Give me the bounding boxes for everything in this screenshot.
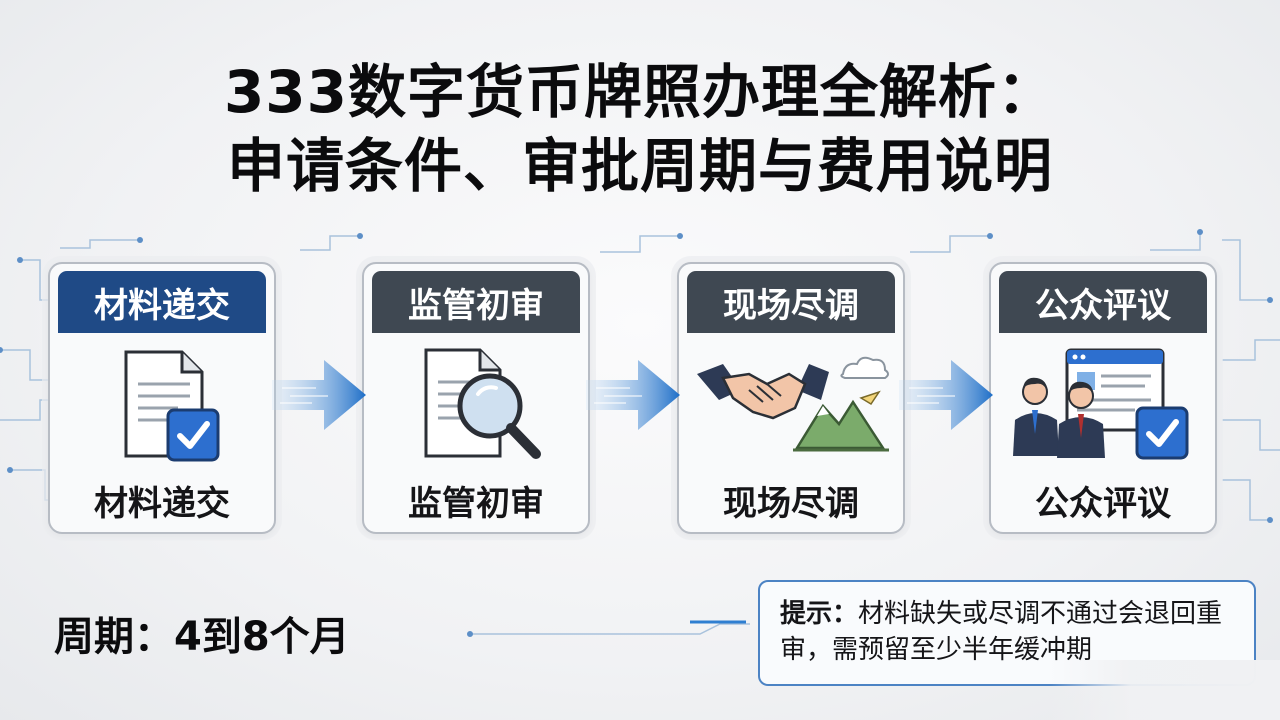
step-header: 材料递交 bbox=[58, 271, 266, 333]
step-card-submission: 材料递交 材料递交 bbox=[48, 262, 276, 534]
step-footer: 公众评议 bbox=[1035, 484, 1171, 524]
step-header: 公众评议 bbox=[999, 271, 1207, 333]
step-card-initial-review: 监管初审 监管初审 bbox=[362, 262, 590, 534]
step-card-onsite-due-diligence: 现场尽调 现场尽调 bbox=[677, 262, 905, 534]
step-footer: 现场尽调 bbox=[723, 484, 859, 524]
page-title: 333数字货币牌照办理全解析： 申请条件、审批周期与费用说明 bbox=[0, 55, 1280, 203]
arrow-right-icon bbox=[586, 360, 680, 430]
step-card-public-comment: 公众评议 公众评议 bbox=[989, 262, 1217, 534]
tip-text: 材料缺失或尽调不通过会退回重审，需预留至少半年缓冲期 bbox=[780, 599, 1223, 665]
arrow-right-icon bbox=[272, 360, 366, 430]
step-header: 监管初审 bbox=[372, 271, 580, 333]
arrow-right-icon bbox=[899, 360, 993, 430]
document-check-icon bbox=[124, 350, 220, 462]
document-magnifier-icon bbox=[424, 348, 541, 459]
step-footer: 材料递交 bbox=[94, 484, 230, 524]
watermark-fade bbox=[1050, 660, 1280, 720]
tip-box: 提示：材料缺失或尽调不通过会退回重审，需预留至少半年缓冲期 bbox=[758, 580, 1256, 686]
step-footer: 监管初审 bbox=[408, 484, 544, 524]
step-header: 现场尽调 bbox=[687, 271, 895, 333]
tip-label: 提示： bbox=[780, 599, 859, 629]
cycle-duration: 周期：4到8个月 bbox=[54, 614, 350, 660]
title-line-2: 申请条件、审批周期与费用说明 bbox=[226, 132, 1053, 200]
handshake-landscape-icon bbox=[697, 356, 889, 452]
people-webpage-check-icon bbox=[1013, 348, 1189, 460]
title-line-1: 333数字货币牌照办理全解析： bbox=[223, 58, 1057, 126]
